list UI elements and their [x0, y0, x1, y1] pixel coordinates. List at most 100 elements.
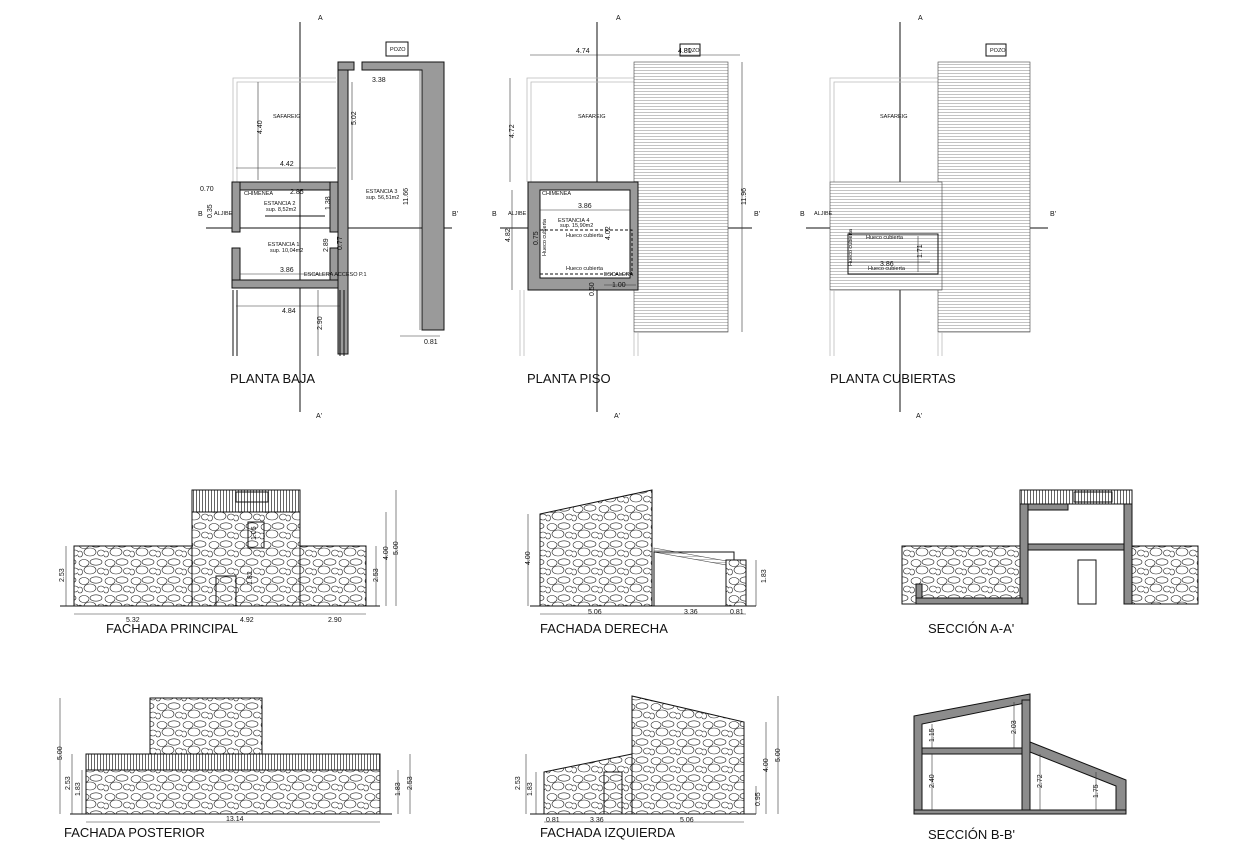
axis-b-label-3: B	[800, 211, 805, 218]
fp-dim-4-92: 4.92	[240, 617, 254, 624]
title-planta-baja: PLANTA BAJA	[230, 371, 315, 386]
fp-dim-5-00: 5.00	[393, 541, 400, 555]
axis-b-prime-label-3: B'	[1050, 211, 1056, 218]
fpo-dim-2-53-b: 2.53	[407, 776, 414, 790]
fi-dim-1-83: 1.83	[527, 782, 534, 796]
title-seccion-a-a: SECCIÓN A-A'	[928, 621, 1014, 636]
fp-dim-2-53: 2.53	[59, 568, 66, 582]
title-fachada-principal: FACHADA PRINCIPAL	[106, 621, 238, 636]
hueco-cubierta-2: Hueco cubierta	[542, 218, 548, 256]
fp-dim-2-90: 2.90	[328, 617, 342, 624]
hueco-cubierta-c3: Hueco cubierta	[868, 266, 906, 272]
fd-dim-1-83: 1.83	[761, 569, 768, 583]
fpo-dim-1-83: 1.83	[75, 782, 82, 796]
room-estancia-3: ESTANCIA 3	[366, 189, 397, 195]
dim-3-38: 3.38	[372, 77, 386, 84]
dim-0-81: 0.81	[424, 339, 438, 346]
fachada-posterior: 5.00 2.53 1.83 1.83 2.53 13.14 FACHADA P…	[57, 697, 414, 840]
pozo-label: POZO	[390, 47, 406, 53]
room-estancia-4: ESTANCIA 4	[558, 218, 589, 224]
fi-dim-5-00: 5.00	[775, 748, 782, 762]
escalera-label: ESCALERA ACCESO P.1	[304, 272, 367, 278]
fpo-dim-5-00: 5.00	[57, 746, 64, 760]
dim-2-85: 2.85	[290, 189, 304, 196]
room-estancia-4-area: sup. 15,90m2	[560, 223, 593, 229]
room-estancia-1: ESTANCIA 1	[268, 242, 299, 248]
room-estancia-1-area: sup. 10,04m2	[270, 248, 303, 254]
dim-4-81: 4.81	[678, 48, 692, 55]
fp-dim-2-53-b: 2.53	[373, 568, 380, 582]
fi-dim-4-00: 4.00	[763, 758, 770, 772]
axis-a-label-2: A	[616, 15, 621, 22]
axis-a-prime-label-2: A'	[614, 413, 620, 420]
chimenea-label-2: CHIMENEA	[542, 191, 571, 197]
fpo-dim-2-53: 2.53	[65, 776, 72, 790]
sb-dim-1-15: 1.15	[929, 728, 936, 742]
hueco-cubierta-3: Hueco cubierta	[566, 266, 604, 272]
room-estancia-2-area: sup. 8,52m2	[266, 207, 296, 213]
sb-dim-1-75: 1.75	[1093, 784, 1100, 798]
chimenea-label: CHIMENEA	[244, 191, 273, 197]
seccion-a-a: SECCIÓN A-A'	[901, 489, 1199, 636]
dim-3-86: 3.86	[280, 267, 294, 274]
planta-cubiertas: A A' B B' POZO 1.71 3.86 SAFAREIG ALJIBE…	[800, 15, 1056, 420]
room-estancia-2: ESTANCIA 2	[264, 201, 295, 207]
axis-b-label-2: B	[492, 211, 497, 218]
room-safareig: SAFAREIG	[273, 114, 301, 120]
fachada-principal: 2.53 1.05 1.82 2.53 4.00 5.00 5.32 4.92 …	[59, 489, 400, 636]
pozo-label-3: POZO	[990, 48, 1006, 54]
axis-a-label: A	[318, 15, 323, 22]
fd-dim-0-81: 0.81	[730, 609, 744, 616]
dim-0-77: 0.77	[337, 236, 344, 250]
sb-dim-2-03: 2.03	[1011, 720, 1018, 734]
dim-1-71: 1.71	[917, 244, 924, 258]
axis-a-prime-label: A'	[316, 413, 322, 420]
room-safareig-2: SAFAREIG	[578, 114, 606, 120]
fp-dim-4-00: 4.00	[383, 546, 390, 560]
planta-baja: A A' B B' POZO	[198, 15, 458, 420]
title-fachada-posterior: FACHADA POSTERIOR	[64, 825, 205, 840]
dim-2-90: 2.90	[317, 316, 324, 330]
title-planta-piso: PLANTA PISO	[527, 371, 611, 386]
planta-piso: A A' B B' POZO 4.74 4.81 4.72 11.96 3.86…	[492, 15, 760, 420]
fp-dim-5-32: 5.32	[126, 617, 140, 624]
axis-b-label: B	[198, 211, 203, 218]
title-planta-cubiertas: PLANTA CUBIERTAS	[830, 371, 956, 386]
fd-dim-5-06: 5.06	[588, 609, 602, 616]
dim-4-02: 4.02	[605, 226, 612, 240]
dim-4-72: 4.72	[509, 124, 516, 138]
dim-1-00: 1.00	[612, 282, 626, 289]
fd-dim-3-36: 3.36	[684, 609, 698, 616]
fpo-dim-1-83-b: 1.83	[395, 782, 402, 796]
aljibe-label-2: ALJIBE	[508, 211, 527, 217]
dim-4-82: 4.82	[505, 228, 512, 242]
fpo-dim-13-14: 13.14	[226, 816, 244, 823]
fi-dim-3-36: 3.36	[590, 817, 604, 824]
title-fachada-izquierda: FACHADA IZQUIERDA	[540, 825, 675, 840]
dim-0-35: 0.35	[207, 204, 214, 218]
fi-dim-0-81: 0.81	[546, 817, 560, 824]
dim-4-42: 4.42	[280, 161, 294, 168]
aljibe-label-3: ALJIBE	[814, 211, 833, 217]
dim-4-74: 4.74	[576, 48, 590, 55]
fi-dim-0-95: 0.95	[755, 792, 762, 806]
seccion-b-b: 1.15 2.03 2.40 2.72 1.75 SECCIÓN B-B'	[913, 693, 1127, 842]
title-fachada-derecha: FACHADA DERECHA	[540, 621, 668, 636]
sb-dim-2-40: 2.40	[929, 774, 936, 788]
fd-dim-4-00: 4.00	[525, 551, 532, 565]
hueco-cubierta-c2: Hueco cubierta	[848, 228, 854, 266]
pozo-label-2: POZO	[684, 48, 700, 54]
hueco-cubierta-c1: Hueco cubierta	[866, 235, 904, 241]
dim-4-40: 4.40	[257, 120, 264, 134]
fp-dim-1-82: 1.82	[247, 571, 254, 585]
dim-3-86-c: 3.86	[880, 261, 894, 268]
axis-a-prime-label-3: A'	[916, 413, 922, 420]
dim-3-86-b: 3.86	[578, 203, 592, 210]
dim-11-66: 11.66	[403, 188, 410, 205]
fi-dim-5-06: 5.06	[680, 817, 694, 824]
room-safareig-3: SAFAREIG	[880, 114, 908, 120]
aljibe-label: ALJIBE	[214, 211, 233, 217]
axis-b-prime-label-2: B'	[754, 211, 760, 218]
room-estancia-3-area: sup. 56,51m2	[366, 195, 399, 201]
